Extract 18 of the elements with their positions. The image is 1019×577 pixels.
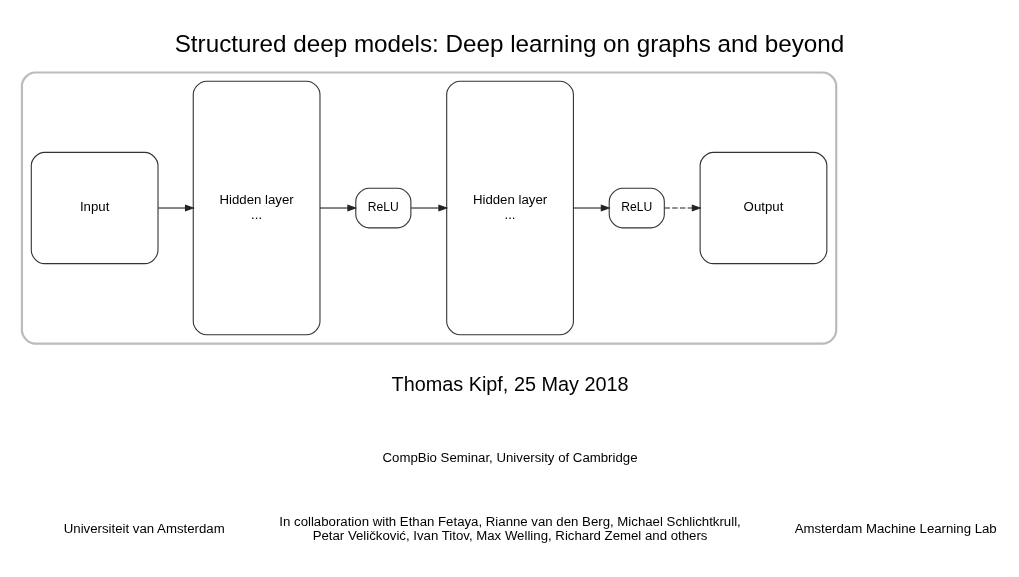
arrow: [319, 204, 358, 211]
arrow: [410, 204, 449, 211]
node-box: Input: [30, 151, 159, 264]
node-box: Output: [699, 151, 828, 264]
diagram-title: Structured deep models: Deep learning on graphs and beyond: [174, 29, 845, 57]
label: Thomas Kipf, 25 May 2018: [391, 372, 629, 395]
label: Universiteit van Amsterdam: [63, 520, 225, 536]
node-box: Hidden layer ...: [446, 80, 574, 335]
node-box: ReLU: [355, 187, 412, 228]
node-box: Hidden layer ...: [192, 80, 321, 335]
cluster: [20, 70, 838, 345]
arrow: [572, 204, 611, 211]
arrow: [157, 204, 195, 211]
label: In collaboration with Ethan Fetaya, Rianne van den Berg, Michael Schlichtkrull, Petar Veličković, Ivan Titov, Max Welling, Richard Zemel and others: [279, 513, 741, 543]
node-box: ReLU: [608, 187, 665, 228]
arrow: [663, 204, 702, 211]
label: CompBio Seminar, University of Cambridge: [382, 449, 638, 465]
label: Amsterdam Machine Learning Lab: [794, 520, 997, 536]
